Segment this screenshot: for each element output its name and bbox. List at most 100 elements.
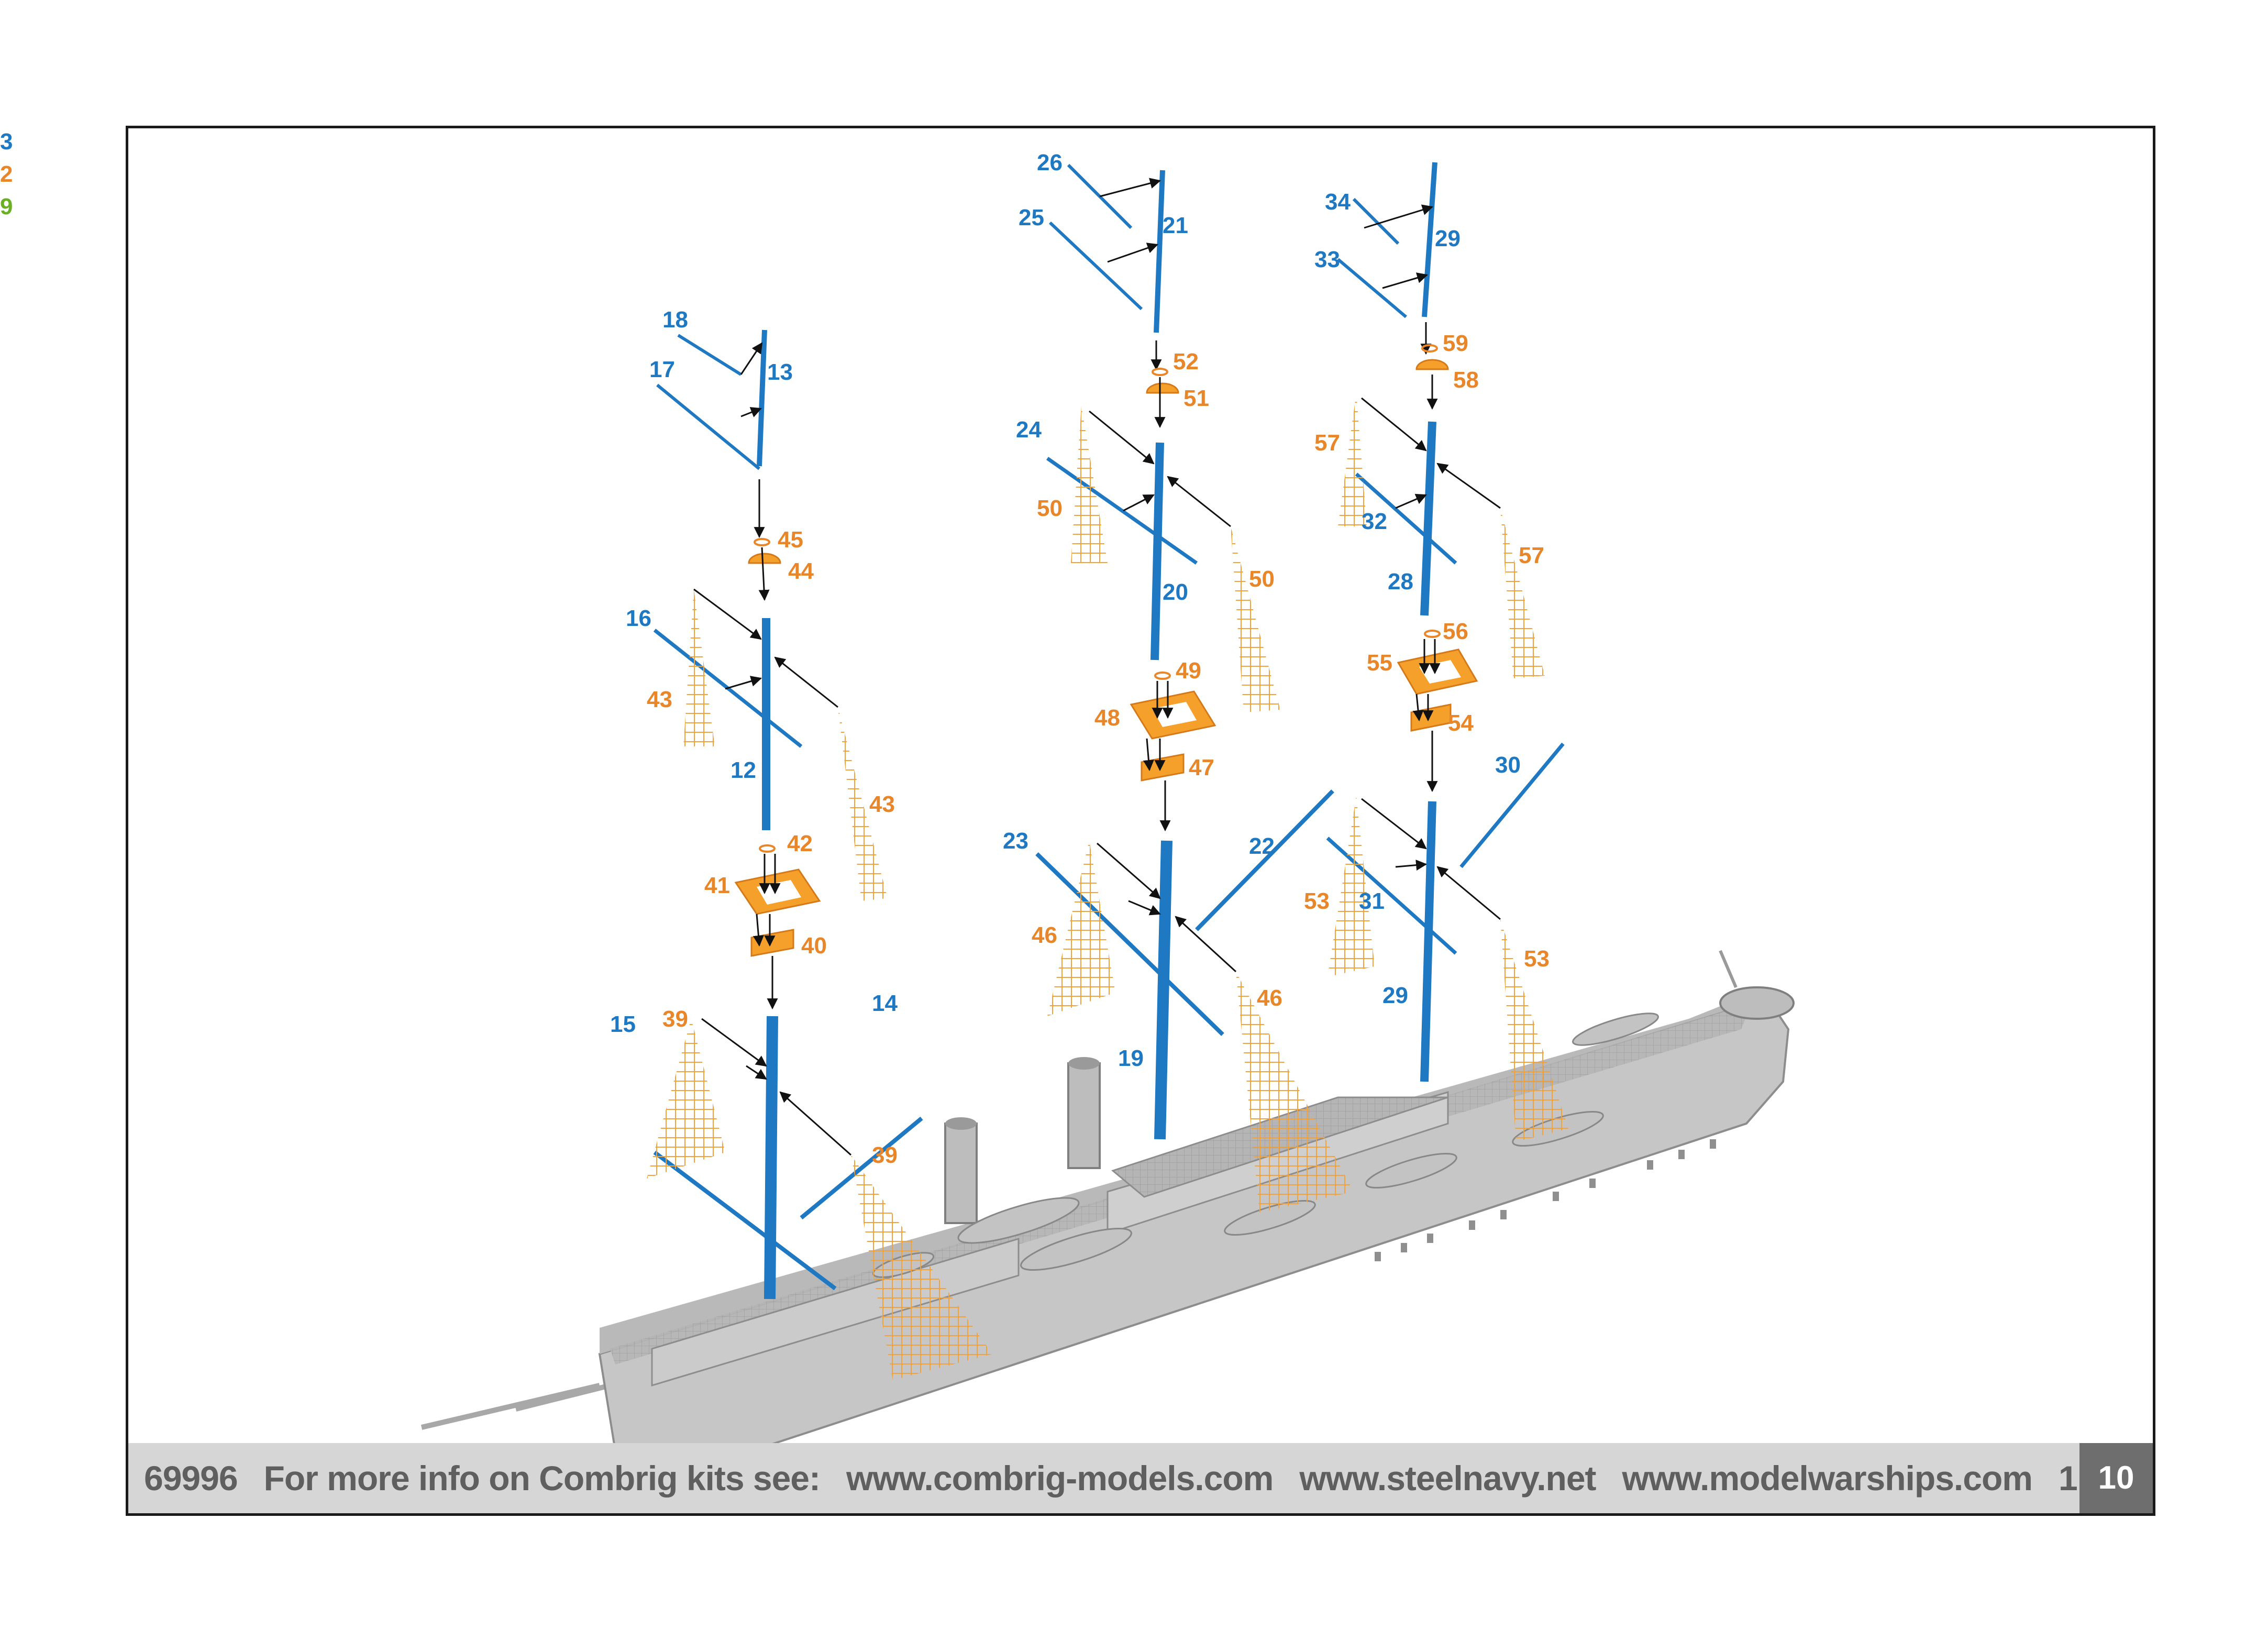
part-45 bbox=[754, 538, 770, 546]
lifeboat bbox=[1020, 1227, 1132, 1271]
part-label-29-bottom: 29 bbox=[1382, 983, 1408, 1008]
arrow bbox=[1099, 178, 1161, 197]
funnel-aft bbox=[1067, 1062, 1101, 1169]
part-label-17: 17 bbox=[649, 357, 675, 382]
part-label-34: 34 bbox=[1325, 189, 1351, 215]
shroud-net-50-right bbox=[1231, 526, 1280, 712]
stern-gallery bbox=[1719, 986, 1795, 1020]
yard-part-17 bbox=[656, 383, 760, 470]
mast-assembly-mizzen bbox=[1326, 162, 1568, 1142]
arrow bbox=[693, 588, 762, 640]
arrow bbox=[746, 1065, 767, 1080]
part-42 bbox=[759, 844, 776, 853]
footer-info-text: For more info on Combrig kits see: bbox=[263, 1459, 821, 1498]
color-legend: 3 2 9 bbox=[0, 126, 21, 223]
url-combrig: www.combrig-models.com bbox=[846, 1459, 1274, 1498]
part-label-24: 24 bbox=[1016, 417, 1042, 443]
shroud-net-39-left bbox=[647, 1019, 725, 1179]
shroud-net-50-left bbox=[1071, 406, 1108, 563]
part-label-43-left: 43 bbox=[647, 687, 672, 712]
arrow bbox=[1089, 410, 1155, 465]
flagstaff bbox=[1719, 950, 1738, 988]
arrow bbox=[1361, 397, 1427, 452]
part-label-56: 56 bbox=[1443, 619, 1468, 644]
arrow bbox=[758, 547, 770, 601]
kit-number: 69996 bbox=[144, 1459, 238, 1498]
legend-entry-orange: 2 bbox=[0, 161, 13, 187]
mast-assembly-main bbox=[1035, 163, 1354, 1213]
mast-part-29 bbox=[1420, 801, 1436, 1082]
arrow bbox=[701, 1018, 767, 1067]
legend-entry-green: 9 bbox=[0, 194, 13, 219]
arrow bbox=[1361, 798, 1427, 850]
part-label-13: 13 bbox=[767, 359, 793, 385]
part-label-53-right: 53 bbox=[1524, 946, 1550, 972]
legend-entry-blue: 3 bbox=[0, 129, 13, 155]
arrow bbox=[1175, 916, 1237, 973]
arrow bbox=[1436, 463, 1501, 509]
part-label-33: 33 bbox=[1314, 247, 1340, 272]
part-label-22: 22 bbox=[1249, 833, 1275, 859]
instruction-page-frame: 18 17 13 45 44 16 43 12 43 42 41 40 15 3… bbox=[126, 126, 2155, 1516]
yard-part-34 bbox=[1352, 197, 1400, 245]
arrow bbox=[753, 913, 764, 947]
part-label-59: 59 bbox=[1443, 331, 1468, 356]
footer-bar: 69996 For more info on Combrig kits see: w… bbox=[128, 1443, 2153, 1513]
arrow bbox=[1128, 900, 1161, 916]
yard-part-25 bbox=[1048, 221, 1143, 311]
mast-part-28 bbox=[1420, 421, 1436, 616]
funnel-fore bbox=[944, 1122, 978, 1224]
lifeboat bbox=[1572, 1012, 1659, 1046]
part-label-43-right: 43 bbox=[869, 791, 895, 817]
part-label-46-left: 46 bbox=[1032, 922, 1057, 948]
part-label-19: 19 bbox=[1118, 1045, 1144, 1071]
arrow bbox=[740, 407, 762, 417]
part-label-50-right: 50 bbox=[1249, 566, 1275, 592]
mast-lower-fore bbox=[764, 1016, 778, 1300]
part-label-25: 25 bbox=[1019, 205, 1044, 230]
part-label-31: 31 bbox=[1359, 888, 1385, 914]
part-label-20: 20 bbox=[1163, 579, 1188, 605]
part-label-51: 51 bbox=[1183, 386, 1209, 411]
part-label-39-left: 39 bbox=[662, 1006, 688, 1032]
part-label-40: 40 bbox=[801, 933, 827, 959]
arrow bbox=[725, 676, 762, 690]
part-label-47: 47 bbox=[1189, 755, 1214, 780]
arrow bbox=[1412, 694, 1424, 722]
yard-part-32 bbox=[1355, 472, 1457, 565]
mast-assembly-diagram: 18 17 13 45 44 16 43 12 43 42 41 40 15 3… bbox=[421, 150, 1795, 1451]
arrow bbox=[1107, 243, 1158, 263]
part-label-32: 32 bbox=[1362, 509, 1387, 534]
part-label-30: 30 bbox=[1495, 752, 1521, 778]
shroud-net-46-right bbox=[1236, 972, 1354, 1213]
arrow bbox=[1167, 476, 1231, 527]
footer-info: 69996 For more info on Combrig kits see: w… bbox=[144, 1443, 2153, 1513]
shroud-net-43-left bbox=[683, 589, 715, 746]
part-44 bbox=[748, 553, 781, 564]
arrow bbox=[740, 342, 763, 375]
yard-part-15 bbox=[653, 1150, 837, 1291]
yard-part-30 bbox=[1459, 742, 1565, 868]
part-51 bbox=[1146, 382, 1179, 394]
shroud-net-57-left bbox=[1338, 393, 1367, 526]
yard-part-14 bbox=[800, 1116, 923, 1220]
mast-part-19 bbox=[1154, 840, 1172, 1140]
page-number-badge: 10 bbox=[2079, 1443, 2153, 1513]
yard-part-24 bbox=[1046, 457, 1198, 565]
arrow bbox=[1395, 860, 1428, 871]
part-label-12: 12 bbox=[731, 757, 756, 783]
yard-part-23 bbox=[1035, 852, 1224, 1036]
url-modelwarships: www.modelwarships.com bbox=[1622, 1459, 2033, 1498]
part-label-28: 28 bbox=[1388, 569, 1413, 595]
part-58 bbox=[1415, 359, 1449, 370]
part-49 bbox=[1154, 672, 1171, 680]
part-label-49: 49 bbox=[1176, 658, 1201, 684]
part-label-44: 44 bbox=[788, 558, 814, 584]
yard-part-22 bbox=[1195, 789, 1334, 931]
arrow bbox=[1364, 204, 1434, 229]
shroud-net-53-right bbox=[1500, 919, 1568, 1142]
part-label-41: 41 bbox=[704, 873, 730, 898]
part-label-55: 55 bbox=[1367, 650, 1392, 676]
part-label-18: 18 bbox=[662, 307, 688, 333]
part-56 bbox=[1424, 630, 1441, 638]
